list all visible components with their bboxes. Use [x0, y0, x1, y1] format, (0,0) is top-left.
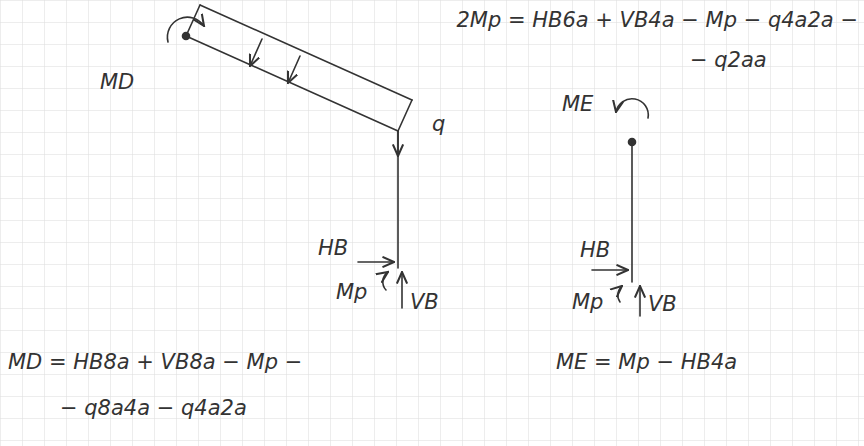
equation: − q8a4a − q4a2a [60, 396, 247, 420]
quantity-label: q [432, 112, 445, 136]
load-arrow [288, 56, 300, 83]
moment-arrow [616, 99, 648, 118]
load-arrow [250, 39, 262, 66]
force-arrow [639, 286, 641, 316]
moment-arrow [618, 286, 622, 302]
moment-arrow [383, 272, 388, 290]
quantity-label: Mp [572, 290, 603, 314]
equation: MD = HB8a + VB8a − Mp − [8, 350, 302, 374]
load-arrow [397, 131, 399, 156]
quantity-label: HB [318, 236, 348, 260]
equation: ME = Mp − HB4a [556, 350, 737, 374]
column [631, 142, 633, 282]
quantity-label: MD [100, 70, 134, 94]
column [397, 131, 399, 268]
force-arrow [401, 272, 403, 308]
force-arrow [592, 269, 628, 271]
quantity-label: VB [648, 292, 677, 316]
quantity-label: ME [562, 92, 593, 116]
equation: 2Mp = HB6a + VB4a − Mp − q4a2a − [456, 8, 858, 32]
quantity-label: VB [410, 290, 439, 314]
load-band [200, 5, 412, 100]
force-arrow [358, 261, 394, 263]
equation: − q2aa [690, 48, 767, 72]
quantity-label: Mp [336, 280, 367, 304]
quantity-label: HB [580, 238, 610, 262]
load-band [398, 100, 412, 131]
beam [186, 36, 398, 131]
moment-arrow [167, 17, 204, 42]
